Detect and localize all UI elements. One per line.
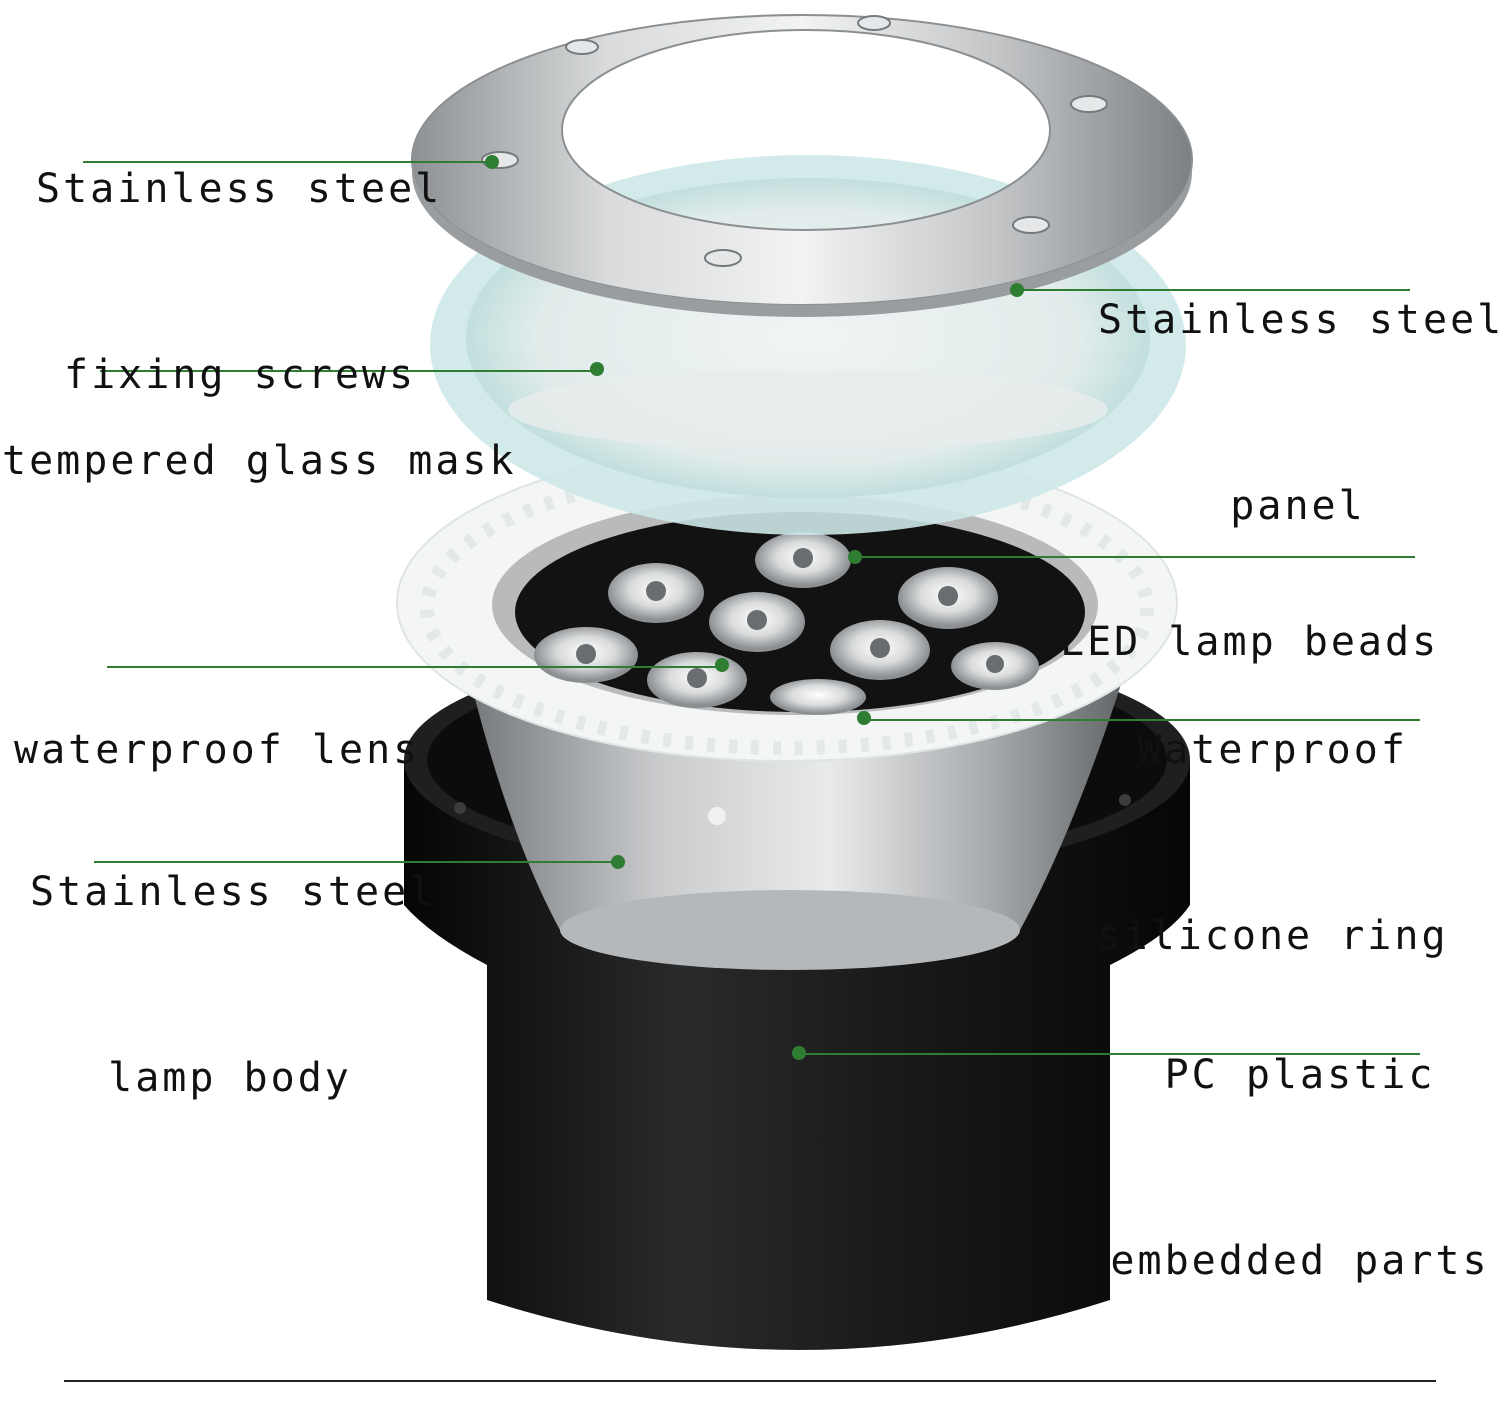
- lamp-diagram: Stainless steel fixing screws Stainless …: [2, 14, 1500, 1382]
- dot-fixing-screws: [485, 155, 499, 169]
- label-silicone-ring-line2: silicone ring: [1096, 913, 1449, 959]
- label-fixing-screws-line2: fixing screws: [64, 352, 417, 398]
- dot-glass-mask: [590, 362, 604, 376]
- label-pc-parts-line1: PC plastic: [1164, 1052, 1436, 1098]
- label-lamp-body: Stainless steel lamp body: [30, 737, 437, 1233]
- leader-lines: [83, 155, 1420, 1060]
- label-lamp-body-line1: Stainless steel: [30, 869, 437, 915]
- label-lamp-body-line2: lamp body: [108, 1055, 352, 1101]
- dot-lens: [715, 658, 729, 672]
- label-led-beads: LED lamp beads: [1060, 487, 1439, 797]
- steel-panel: [410, 14, 1194, 317]
- label-silicone-ring: Waterproof silicone ring: [1075, 595, 1470, 1091]
- label-panel-line1: Stainless steel: [1098, 297, 1500, 343]
- label-pc-parts-line2: embedded parts: [1110, 1238, 1490, 1284]
- label-glass-mask: tempered glass mask: [2, 306, 517, 616]
- label-panel-line2: panel: [1230, 483, 1366, 529]
- dot-panel: [1010, 283, 1024, 297]
- label-fixing-screws: Stainless steel fixing screws: [36, 34, 442, 530]
- label-silicone-ring-line1: Waterproof: [1137, 727, 1408, 773]
- dot-led-beads: [848, 550, 862, 564]
- label-glass-mask-line1: tempered glass mask: [2, 438, 517, 484]
- dot-pc-parts: [792, 1046, 806, 1060]
- dot-silicone-ring: [857, 711, 871, 725]
- fixing-screws: [481, 15, 1108, 267]
- label-pc-parts: PC plastic embedded parts: [1105, 920, 1495, 1416]
- lamp-illustration: [64, 14, 1436, 1382]
- dot-lamp-body: [611, 855, 625, 869]
- label-lens-line1: waterproof lens: [14, 727, 421, 773]
- label-lens: waterproof lens: [14, 595, 420, 905]
- label-led-beads-line1: LED lamp beads: [1060, 619, 1440, 665]
- label-fixing-screws-line1: Stainless steel: [36, 166, 443, 212]
- label-panel: Stainless steel panel: [1098, 165, 1500, 661]
